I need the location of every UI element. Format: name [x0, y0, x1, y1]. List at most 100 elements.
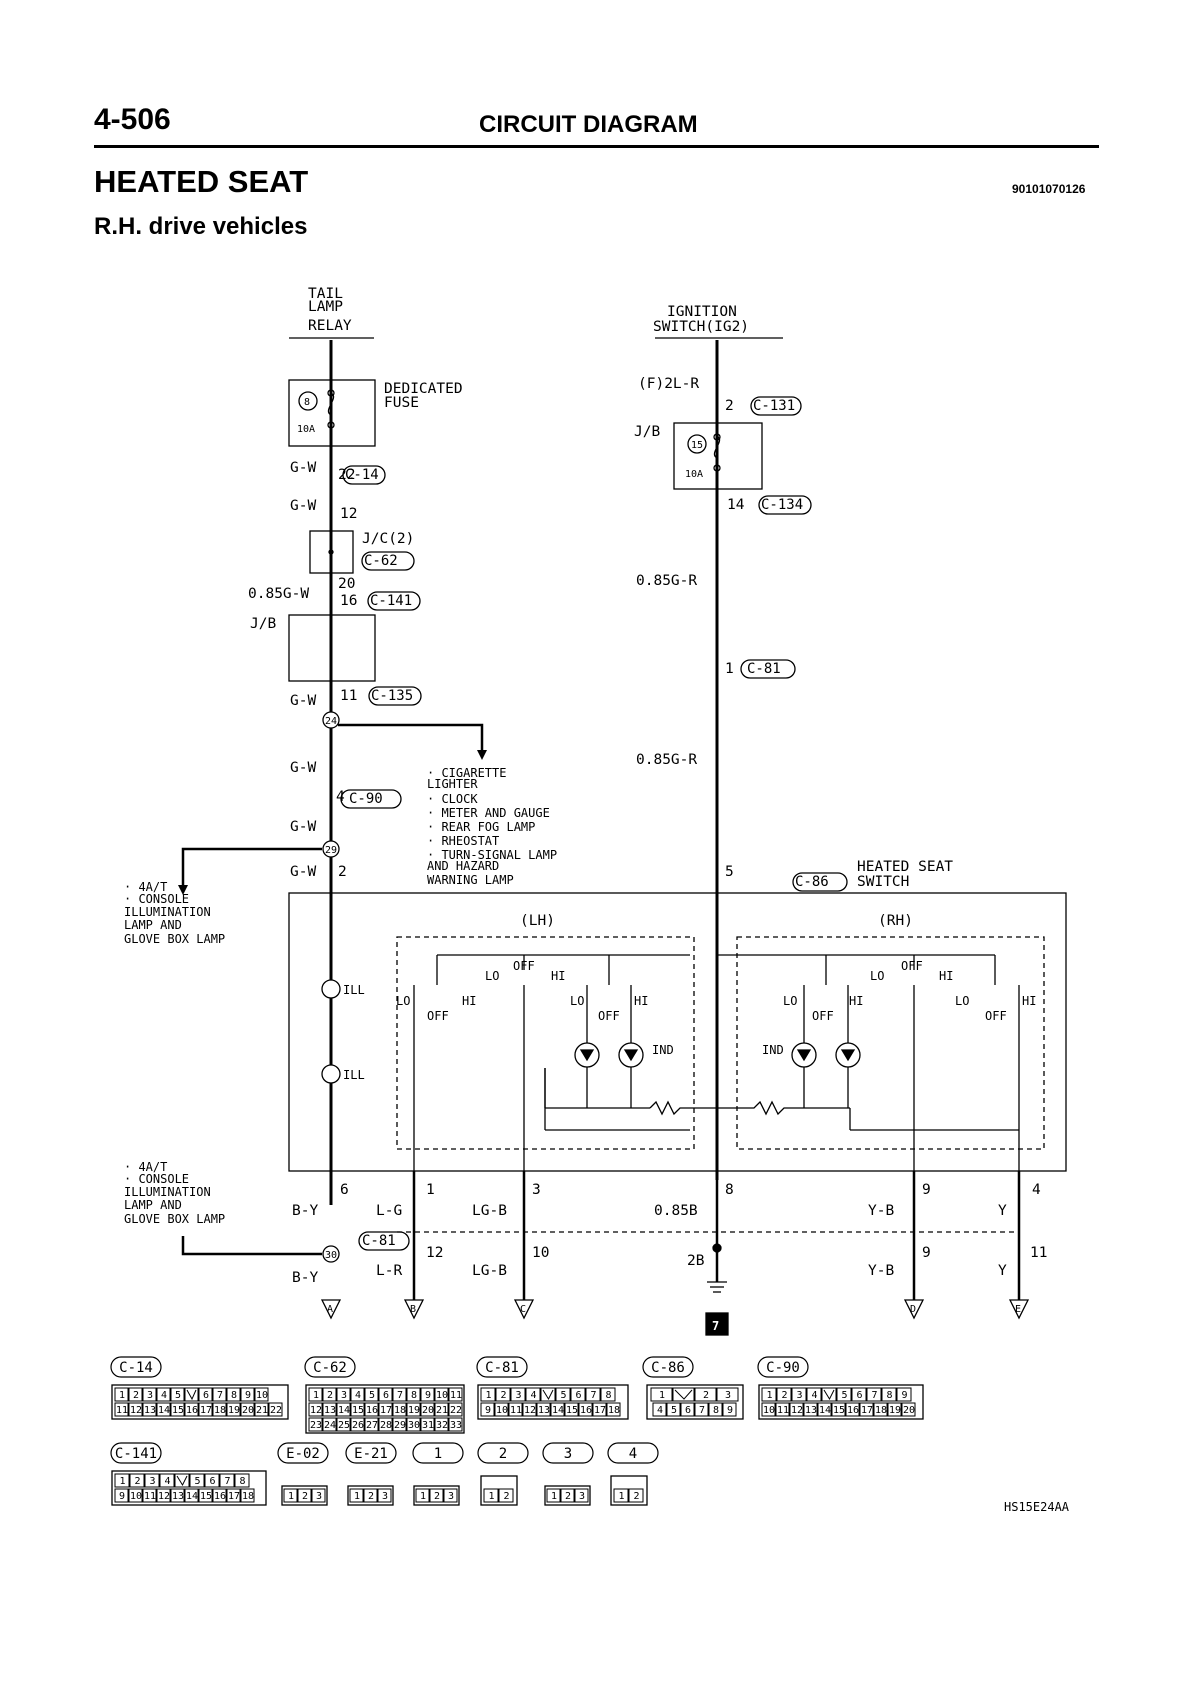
face-c90-top-cavity — [821, 1387, 837, 1402]
face-c81-bot-pin: 12 — [524, 1405, 536, 1416]
face-c62-r2-pin: 21 — [436, 1405, 448, 1416]
heated-seat-switch-box — [288, 892, 1067, 1172]
fuse-right-number: 15 — [691, 440, 703, 451]
face-c90-bot-cavity — [789, 1402, 804, 1417]
face-c81-bot-cavity — [494, 1402, 509, 1417]
face-c14-top-cavity — [156, 1387, 171, 1402]
face-c62-r2-cavity — [364, 1402, 379, 1417]
face-label-2-oval — [477, 1442, 529, 1464]
face-c14-bot-cavity — [226, 1402, 241, 1417]
dest-b-arrow — [403, 1299, 425, 1320]
rh-c-hi: HI — [1022, 994, 1036, 1008]
face-c90-bot-cavity — [845, 1402, 860, 1417]
face-c90-top-key — [823, 1389, 835, 1401]
tag-c62: C-62 — [364, 553, 398, 569]
face-c86-bot-cavity — [680, 1402, 695, 1417]
face-1-cavity — [443, 1488, 458, 1503]
wire-gw-3: G-W — [290, 693, 316, 709]
ground-number: 7 — [712, 1319, 719, 1333]
face-c141-top-pin: 7 — [224, 1476, 230, 1487]
face-c62-r1-pin: 10 — [436, 1390, 448, 1401]
console-top-line3: ILLUMINATION — [124, 905, 211, 919]
face-c141-bot-pin: 17 — [228, 1491, 240, 1502]
rh-switch-box — [736, 936, 1045, 1150]
page-subtitle: R.H. drive vehicles — [94, 213, 308, 240]
face-c90-bot-pin: 11 — [777, 1405, 789, 1416]
console-top-line1: · 4A/T — [124, 880, 167, 894]
face-c86-top-pin: 2 — [703, 1390, 709, 1401]
face-c62-r3-pin: 23 — [310, 1420, 322, 1431]
splice-29-number: 29 — [325, 845, 337, 856]
face-c62-r1-pin: 1 — [313, 1390, 319, 1401]
face-c14-top-pin: 6 — [203, 1390, 209, 1401]
jc2-box — [309, 530, 354, 574]
face-c62-r1-cavity — [420, 1387, 435, 1402]
face-c81-bot-pin: 9 — [485, 1405, 491, 1416]
pin-c9: 9 — [922, 1245, 931, 1261]
wiring — [178, 337, 1067, 1336]
pin-2: 2 — [338, 864, 347, 880]
face-c141-top-pin: 4 — [164, 1476, 170, 1487]
dest-d-arrow — [903, 1299, 925, 1320]
face-e02-cavity — [311, 1488, 326, 1503]
face-label-2: 2 — [499, 1446, 507, 1462]
face-2-cavity — [483, 1488, 499, 1503]
face-c62-r1-cavity — [434, 1387, 449, 1402]
figure-code: HS15E24AA — [1004, 1500, 1070, 1514]
feeds-line7: · TURN-SIGNAL LAMP — [427, 848, 557, 862]
face-c141-bot-pin: 11 — [144, 1491, 156, 1502]
face-c14-top-pin: 3 — [147, 1390, 153, 1401]
face-c81-top-pin: 4 — [530, 1390, 536, 1401]
ignition-switch-line1: IGNITION — [667, 304, 737, 320]
face-c90-bot-pin: 18 — [875, 1405, 887, 1416]
face-c90-bot-pin: 20 — [903, 1405, 915, 1416]
face-c141-bot-pin: 18 — [242, 1491, 254, 1502]
face-c14-bot-cavity — [156, 1402, 171, 1417]
face-c90-bot-pin: 17 — [861, 1405, 873, 1416]
face-c14-top-pin: 8 — [231, 1390, 237, 1401]
face-c90-top-cavity — [806, 1387, 822, 1402]
face-c141-top-pin: 1 — [119, 1476, 125, 1487]
pin-b3: 3 — [532, 1182, 541, 1198]
face-c81-bot-pin: 15 — [566, 1405, 578, 1416]
face-c14-bot-cavity — [114, 1402, 129, 1417]
face-c90-bot-cavity — [817, 1402, 832, 1417]
face-c14-top-cavity — [142, 1387, 157, 1402]
face-c81-bot-cavity — [578, 1402, 593, 1417]
lh-a-lo: LO — [485, 969, 499, 983]
pin-r2: 2 — [725, 398, 734, 414]
face-c14-bot-pin: 11 — [116, 1405, 128, 1416]
face-c62-r3-cavity — [406, 1417, 421, 1432]
face-c81-bot-cavity — [564, 1402, 579, 1417]
feeds-line8: AND HAZARD — [427, 859, 499, 873]
face-e21-pin: 3 — [382, 1491, 388, 1502]
face-label-3: 3 — [564, 1446, 572, 1462]
face-c86-top-pin: 1 — [659, 1390, 665, 1401]
face-c14-bot-pin: 12 — [130, 1405, 142, 1416]
lh-switch-box — [396, 936, 695, 1150]
rh-c-off: OFF — [985, 1009, 1007, 1023]
face-c62-r1-pin: 8 — [411, 1390, 417, 1401]
console-bottom-line4: LAMP AND — [124, 1198, 182, 1212]
face-c62-r2-pin: 22 — [450, 1405, 462, 1416]
face-c81-bot-pin: 10 — [496, 1405, 508, 1416]
face-c62-r2-cavity — [392, 1402, 407, 1417]
face-c14-housing — [111, 1384, 289, 1420]
face-3-pin: 1 — [551, 1491, 557, 1502]
face-c141-bot-pin: 12 — [158, 1491, 170, 1502]
face-c86-top-key — [674, 1389, 693, 1400]
face-4-pin: 1 — [618, 1491, 624, 1502]
face-label-e02: E-02 — [286, 1446, 320, 1462]
face-c14-bot-cavity — [170, 1402, 185, 1417]
feeds-line2: LIGHTER — [427, 777, 478, 791]
face-1-cavity — [429, 1488, 444, 1503]
face-c141-top-key — [176, 1475, 188, 1487]
face-c81-top-pin: 7 — [590, 1390, 596, 1401]
face-c14-top-pin: 7 — [217, 1390, 223, 1401]
fuse-left-number: 8 — [304, 397, 310, 408]
pin-20: 20 — [338, 576, 355, 592]
face-c14-bot-cavity — [198, 1402, 213, 1417]
diagram-labels: TAIL LAMP RELAY IGNITION SWITCH(IG2) DED… — [124, 286, 1070, 1514]
face-c81-bot-cavity — [480, 1402, 495, 1417]
